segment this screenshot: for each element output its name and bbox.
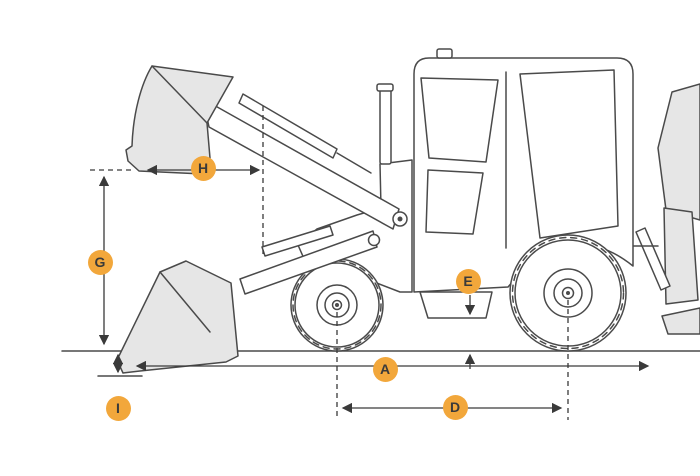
dimension-badge-a: A	[372, 356, 398, 382]
roof-beacon	[436, 48, 453, 59]
dimension-badge-h: H	[190, 155, 216, 181]
rear-window	[519, 69, 619, 239]
dimension-badge-i: I	[105, 395, 131, 421]
loader-bucket-lowered	[116, 260, 239, 374]
loader-arm-raised	[202, 93, 408, 230]
cab	[413, 48, 634, 293]
stabilizer-foot	[661, 307, 700, 335]
windshield-upper	[420, 77, 499, 163]
exhaust-cap	[376, 83, 394, 92]
stabilizer-cylinder	[635, 227, 671, 291]
lower-cylinder	[261, 225, 334, 257]
machine-drawing	[61, 48, 700, 377]
backhoe-boom	[632, 83, 700, 335]
rear-wheel	[509, 234, 627, 352]
loader-arm-lowered	[239, 225, 381, 295]
exhaust-stack	[379, 87, 392, 165]
door-window	[425, 169, 484, 235]
dimension-badge-g: G	[87, 249, 113, 275]
dimension-badge-e: E	[455, 268, 481, 294]
chassis-step	[419, 291, 493, 319]
dimension-badge-d: D	[442, 394, 468, 420]
